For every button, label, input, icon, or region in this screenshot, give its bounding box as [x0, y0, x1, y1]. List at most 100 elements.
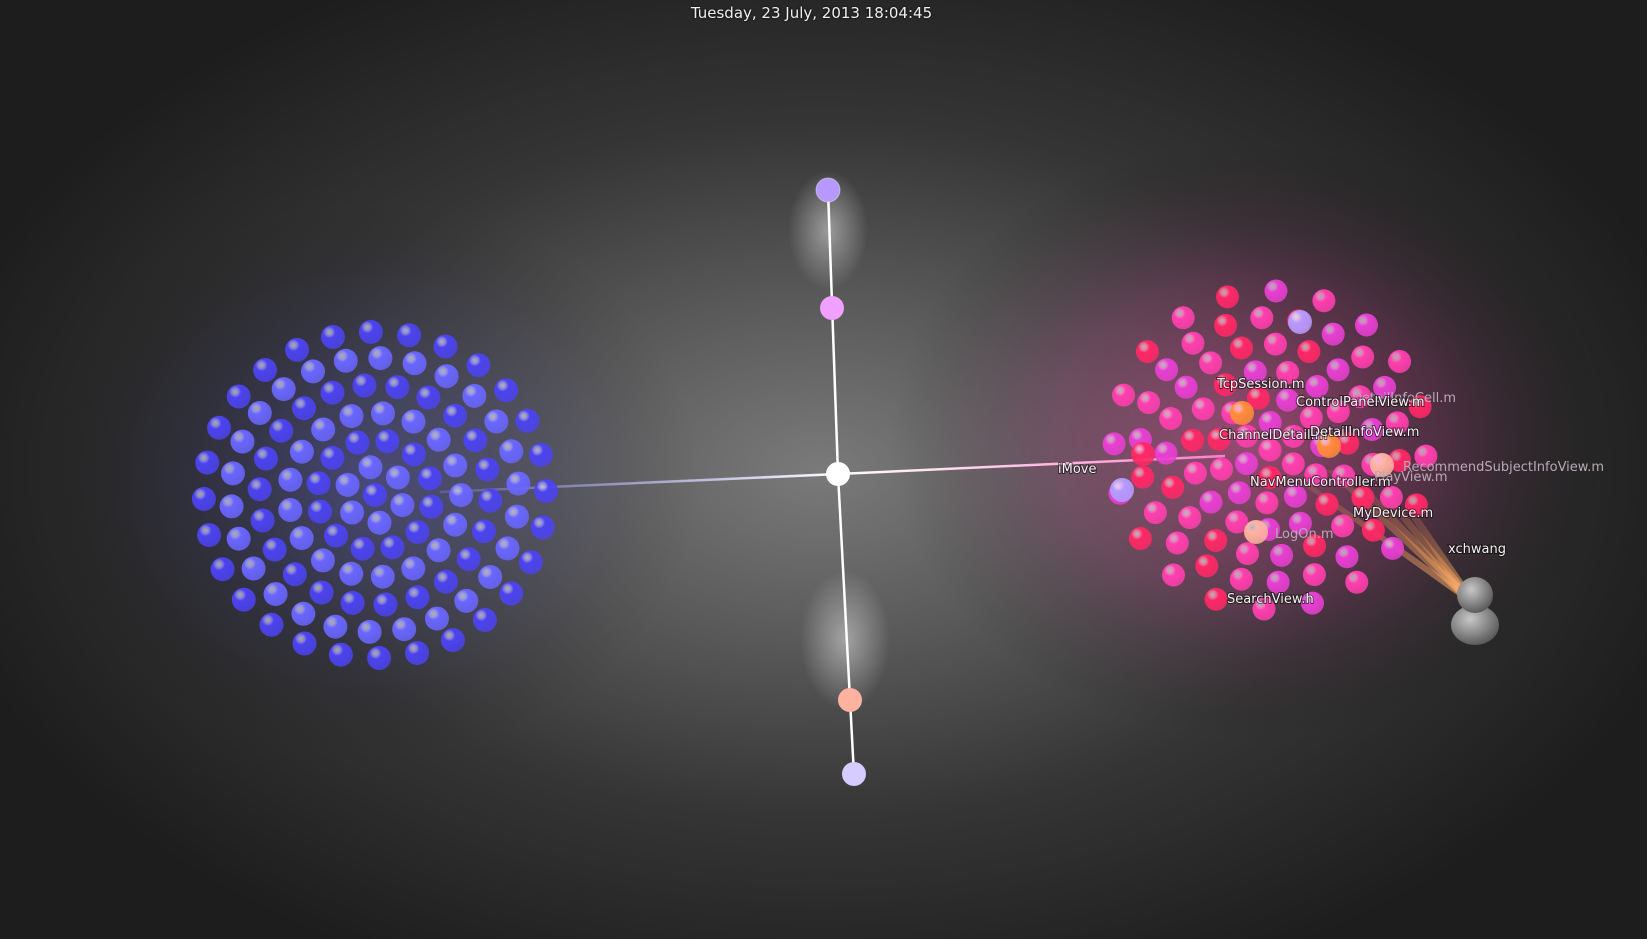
- file-node[interactable]: [1135, 340, 1159, 364]
- file-node[interactable]: [1348, 385, 1372, 409]
- file-node[interactable]: [385, 465, 410, 490]
- file-node[interactable]: [1227, 481, 1251, 505]
- file-node[interactable]: [1379, 485, 1403, 509]
- file-node[interactable]: [340, 500, 365, 525]
- file-node[interactable]: [495, 536, 520, 561]
- file-node[interactable]: [434, 364, 459, 389]
- file-node[interactable]: [1143, 501, 1167, 525]
- file-node[interactable]: [443, 512, 468, 537]
- file-node[interactable]: [405, 641, 430, 665]
- file-node[interactable]: [340, 590, 365, 615]
- file-node[interactable]: [1174, 375, 1198, 399]
- file-node[interactable]: [1258, 466, 1282, 489]
- file-node[interactable]: [1162, 563, 1185, 587]
- file-node[interactable]: [324, 523, 349, 548]
- file-node[interactable]: [320, 445, 345, 470]
- file-label[interactable]: LogOn.m: [1275, 527, 1334, 542]
- file-node[interactable]: [1213, 373, 1237, 397]
- file-node[interactable]: [1181, 331, 1205, 355]
- file-node[interactable]: [1155, 358, 1179, 382]
- file-label[interactable]: PlayView.m: [1374, 470, 1448, 485]
- file-node[interactable]: [1235, 452, 1258, 476]
- file-label[interactable]: RecommendSubjectInfoView.m: [1403, 460, 1604, 475]
- file-node[interactable]: [1345, 570, 1369, 594]
- file-node[interactable]: [416, 385, 441, 410]
- file-node[interactable]: [397, 323, 422, 348]
- file-node[interactable]: [402, 351, 427, 376]
- file-node[interactable]: [292, 396, 316, 421]
- file-node[interactable]: [515, 408, 540, 433]
- file-node[interactable]: [1181, 428, 1205, 452]
- file-node[interactable]: [197, 523, 222, 548]
- file-node[interactable]: [1283, 484, 1307, 508]
- file-node[interactable]: [440, 628, 465, 653]
- file-node[interactable]: [292, 631, 317, 656]
- file-node[interactable]: [1243, 360, 1267, 384]
- file-node[interactable]: [528, 442, 553, 467]
- file-node[interactable]: [1225, 510, 1249, 534]
- file-node[interactable]: [426, 538, 451, 563]
- file-label[interactable]: ChannelDetail.m: [1218, 427, 1328, 444]
- file-node[interactable]: [195, 450, 220, 475]
- file-node[interactable]: [1252, 597, 1276, 621]
- file-node[interactable]: [385, 375, 410, 400]
- file-node[interactable]: [1230, 336, 1253, 360]
- file-node[interactable]: [306, 471, 331, 496]
- file-node[interactable]: [1331, 514, 1355, 538]
- file-node[interactable]: [1171, 306, 1195, 330]
- file-node[interactable]: [484, 409, 509, 434]
- top-inner-node[interactable]: [820, 296, 844, 320]
- file-node[interactable]: [456, 547, 481, 572]
- file-node[interactable]: [1361, 518, 1385, 542]
- file-node[interactable]: [1235, 424, 1259, 448]
- file-node[interactable]: [1355, 313, 1378, 337]
- bottom-outer-node[interactable]: [842, 762, 866, 786]
- file-label[interactable]: DetailInfoCell.m: [1352, 391, 1456, 406]
- file-node[interactable]: [308, 499, 332, 524]
- file-node[interactable]: [475, 457, 500, 482]
- file-node[interactable]: [419, 494, 444, 519]
- file-node[interactable]: [530, 515, 555, 540]
- file-node[interactable]: [1299, 406, 1323, 430]
- file-node[interactable]: [1332, 464, 1356, 488]
- file-node[interactable]: [1230, 401, 1254, 425]
- file-node[interactable]: [1183, 461, 1207, 485]
- file-node[interactable]: [1373, 375, 1397, 399]
- file-node[interactable]: [328, 642, 353, 667]
- file-node[interactable]: [311, 548, 335, 573]
- file-node[interactable]: [1288, 511, 1312, 535]
- file-node[interactable]: [392, 617, 417, 642]
- file-node[interactable]: [1258, 438, 1282, 462]
- file-node[interactable]: [1199, 351, 1223, 375]
- file-label[interactable]: TcpSession.m: [1215, 376, 1306, 393]
- file-node[interactable]: [1244, 520, 1268, 544]
- file-node[interactable]: [335, 472, 360, 497]
- file-node[interactable]: [311, 417, 336, 442]
- file-node[interactable]: [1360, 418, 1384, 441]
- file-label[interactable]: SearchView.h: [1226, 591, 1315, 608]
- bottom-inner-node[interactable]: [838, 688, 862, 712]
- file-node[interactable]: [247, 477, 272, 502]
- file-node[interactable]: [345, 430, 370, 455]
- file-node[interactable]: [367, 646, 392, 670]
- top-outer-node[interactable]: [815, 177, 841, 203]
- file-node[interactable]: [463, 428, 488, 453]
- file-node[interactable]: [333, 348, 358, 373]
- file-node[interactable]: [357, 619, 382, 644]
- file-node[interactable]: [1131, 442, 1155, 466]
- file-node[interactable]: [1210, 457, 1233, 481]
- file-node[interactable]: [1276, 388, 1300, 412]
- file-node[interactable]: [1236, 542, 1259, 566]
- file-node[interactable]: [534, 479, 559, 504]
- hub-node-icon[interactable]: [826, 462, 850, 486]
- file-node[interactable]: [339, 561, 364, 586]
- file-node[interactable]: [320, 325, 345, 349]
- file-node[interactable]: [478, 565, 503, 589]
- file-node[interactable]: [1178, 506, 1202, 530]
- file-node[interactable]: [1326, 400, 1350, 424]
- file-node[interactable]: [363, 483, 387, 507]
- file-node[interactable]: [1161, 475, 1185, 499]
- file-node[interactable]: [230, 429, 255, 454]
- file-node[interactable]: [1326, 358, 1350, 382]
- file-node[interactable]: [1351, 486, 1375, 510]
